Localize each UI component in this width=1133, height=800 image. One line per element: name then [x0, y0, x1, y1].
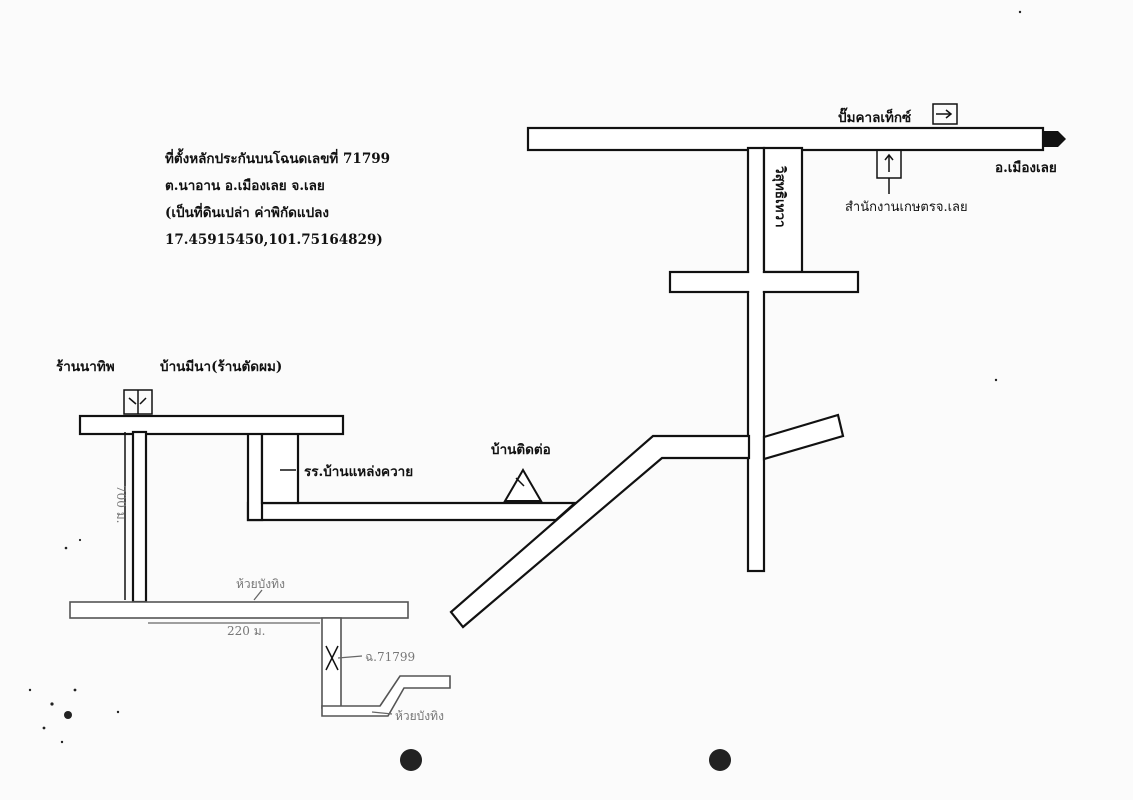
main-road-top: [526, 126, 1045, 152]
info-line-4: 17.45915450,101.75164829): [165, 232, 383, 248]
speck: [73, 688, 77, 692]
speck: [60, 740, 64, 744]
speck: [28, 688, 32, 692]
creek-bottom-label: ห้วยบังทิง: [395, 709, 444, 723]
distance-220-label: 220 ม.: [227, 624, 265, 638]
info-line-1: ที่ตั้งหลักประกันบนโฉนดเลขที่ 71799: [165, 151, 390, 167]
speck: [116, 710, 120, 714]
speck: [42, 726, 46, 730]
to-city-label: อ.เมืองเลย: [995, 160, 1057, 176]
junction-fill: [749, 270, 763, 294]
creek-bottom-pointer: [371, 711, 393, 715]
road-name-label: วิสุทธิเทวา: [772, 166, 788, 228]
speck: [50, 702, 54, 706]
deed-pointer: [337, 655, 363, 659]
gas-station-label: ปั๊มคาลเท็กซ์: [838, 107, 911, 126]
punch-hole-right: [709, 749, 731, 771]
punch-hole-left: [400, 749, 422, 771]
arrow-right-icon: [1043, 131, 1066, 147]
info-line-3: (เป็นที่ดินเปล่า ค่าพิกัดแปลง: [165, 205, 330, 221]
school-block: [260, 430, 300, 505]
road-700m: [131, 430, 148, 604]
road-west: [246, 501, 578, 522]
cross-road: [668, 270, 860, 294]
school-label: รร.บ้านแหล่งควาย: [304, 464, 413, 480]
house-pointer-icon: [139, 397, 147, 405]
gas-station-arrow-icon: [945, 109, 953, 119]
diagonal-road-southwest: [449, 434, 751, 629]
speck: [64, 546, 68, 550]
diagonal-road-east: [762, 413, 845, 461]
speck: [64, 711, 72, 719]
deed-label: ฉ.71799: [365, 650, 415, 664]
speck: [994, 378, 998, 382]
agri-office-arrow-icon: [884, 153, 894, 161]
village-road: [78, 414, 345, 436]
vertical-road-main: [746, 146, 766, 573]
shop-pointer-icon: [128, 397, 137, 405]
agri-office-label: สำนักงานเกษตรจ.เลย: [845, 200, 968, 215]
neighbor-label: บ้านติดต่อ: [491, 442, 551, 458]
gas-station-box: [932, 103, 958, 125]
plot-strip: [321, 617, 342, 709]
x-mark-icon: [325, 645, 339, 671]
distance-700-label: 700 ม.: [114, 485, 128, 523]
speck: [1018, 10, 1022, 14]
speck: [78, 538, 82, 542]
connector-up: [246, 430, 264, 522]
creek-top-pointer: [253, 589, 263, 601]
road-220m: [69, 601, 409, 619]
info-line-2: ต.นาอาน อ.เมืองเลย จ.เลย: [165, 178, 325, 194]
shop-label: ร้านนาทิพ: [56, 359, 115, 375]
neighbor-pointer: [515, 477, 525, 487]
house-label: บ้านมีนา(ร้านตัดผม): [160, 359, 282, 375]
side-road-wisut: [762, 146, 804, 274]
creek-top-label: ห้วยบังทิง: [236, 577, 285, 591]
creek-bottom: [321, 675, 451, 717]
collateral-info: ที่ตั้งหลักประกันบนโฉนดเลขที่ 71799 ต.นา…: [165, 146, 390, 254]
